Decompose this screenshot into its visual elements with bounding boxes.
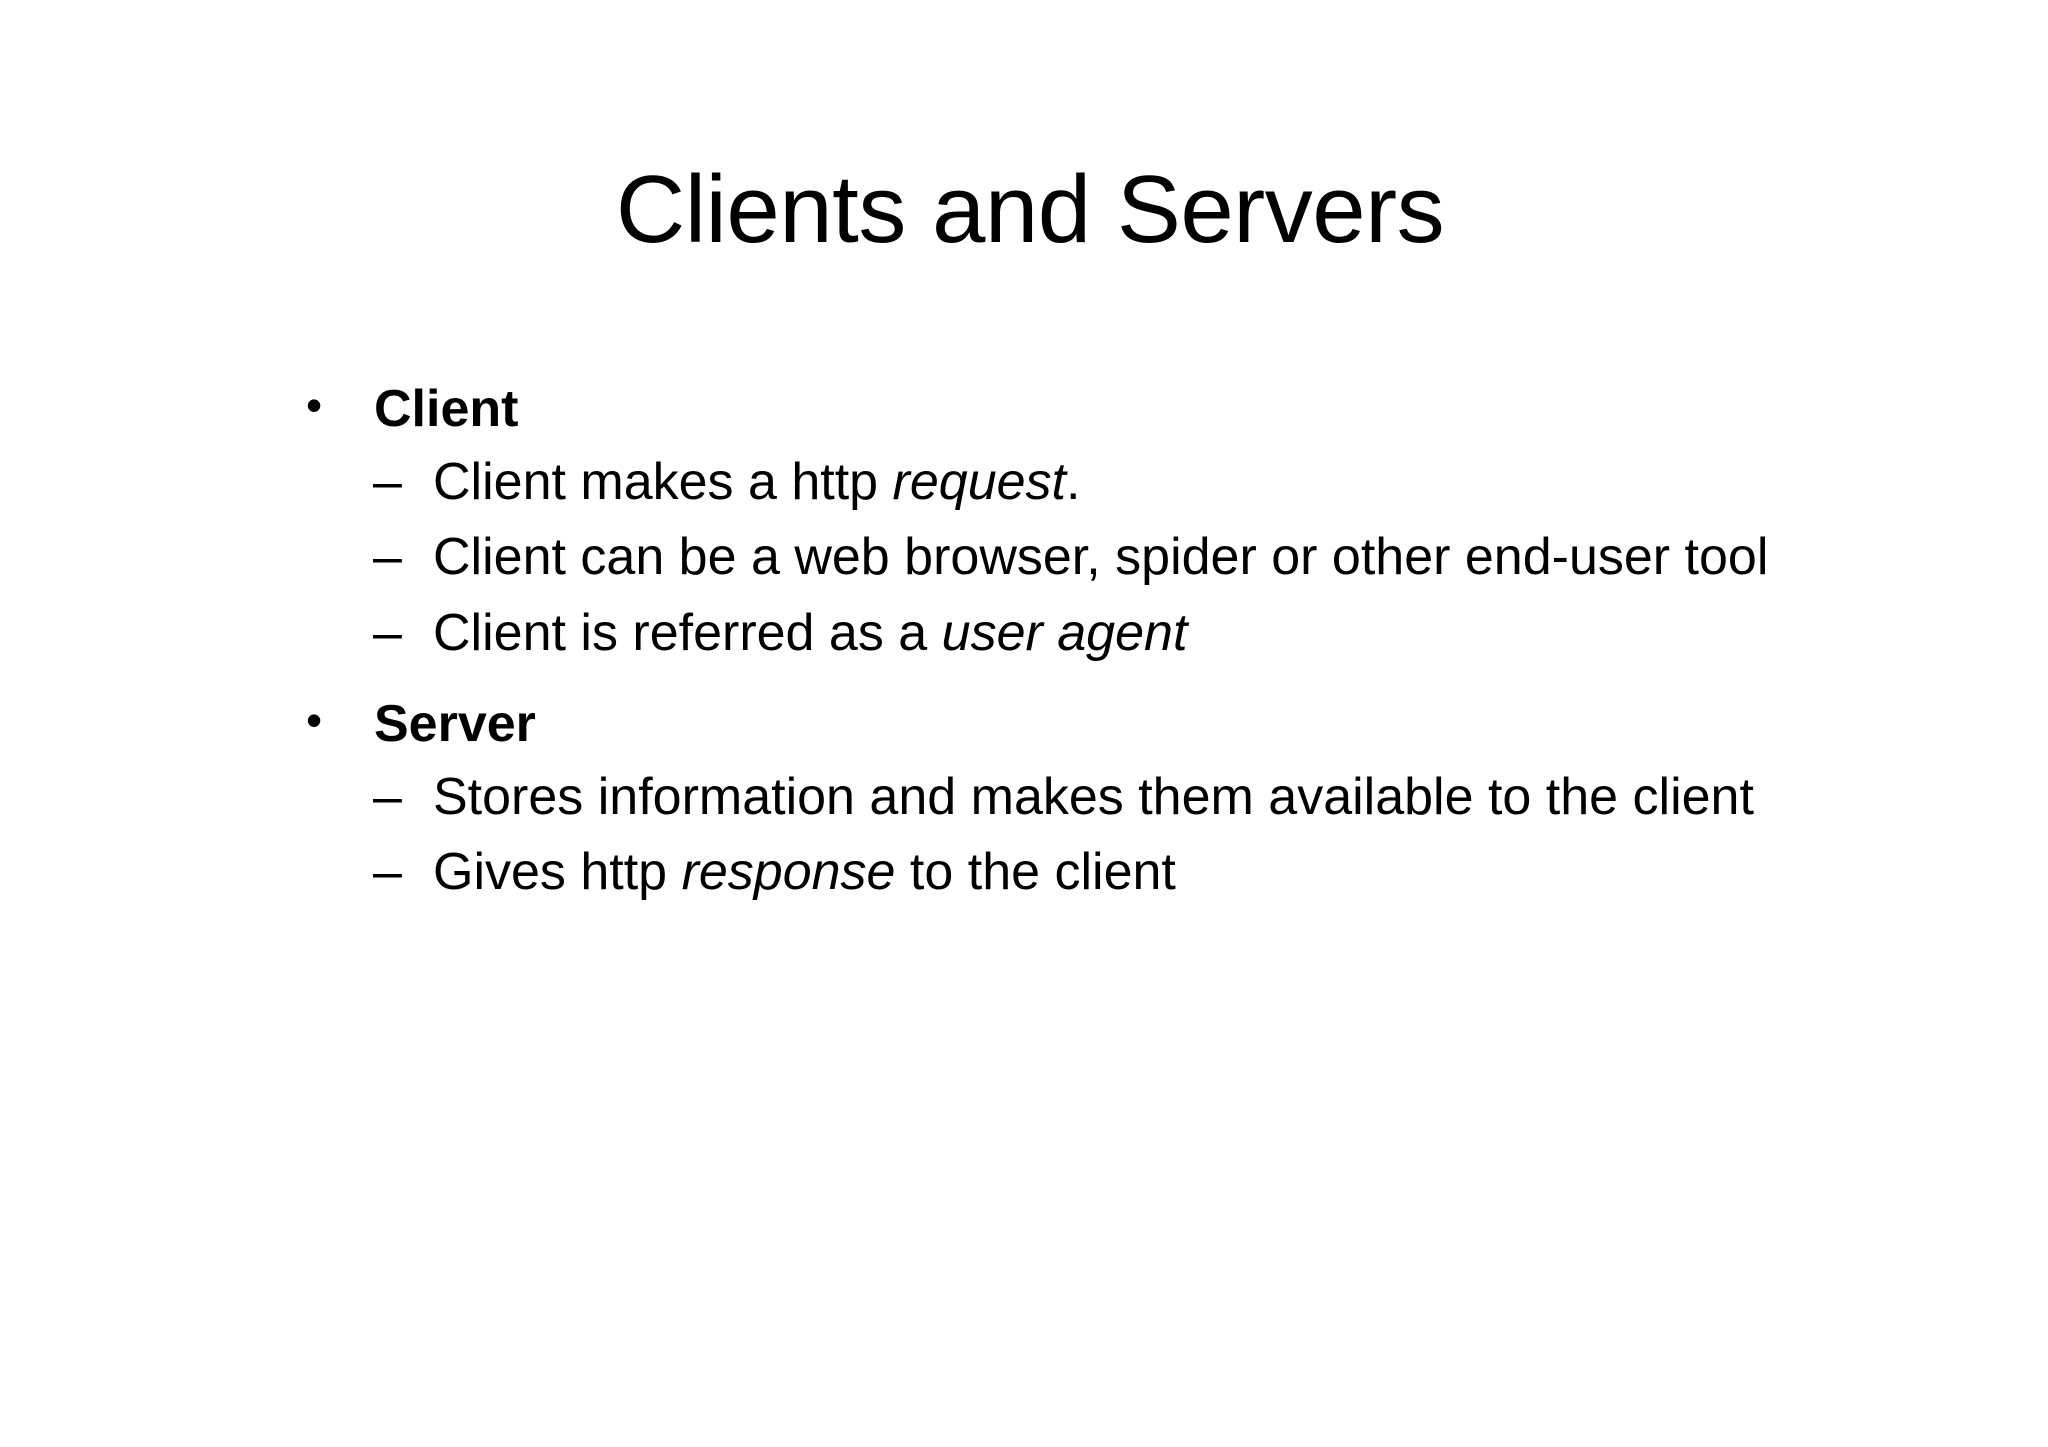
bullet-dash-icon: – <box>373 843 402 902</box>
bullet-dash-icon: – <box>373 528 402 587</box>
bullet-segment-italic: request <box>892 452 1066 511</box>
section-spacer <box>300 675 1860 691</box>
bullet-level1-server: • Server <box>300 691 1860 758</box>
bullet-segment-plain: . <box>1066 452 1081 511</box>
bullet-dash-icon: – <box>373 603 402 662</box>
bullet-segment-plain: Client makes a http <box>433 452 893 511</box>
bullet-segment-plain: Client can be a web browser, spider or o… <box>433 528 1769 587</box>
bullet-segment-plain: to the client <box>895 843 1176 902</box>
bullet-level2-server-response: – Gives http response to the client <box>300 839 1860 907</box>
bullet-level2-text: Client is referred as a user agent <box>433 600 1823 668</box>
bullet-dot-icon: • <box>306 379 323 431</box>
bullet-dot-icon: • <box>306 694 323 747</box>
bullet-segment-plain: Stores information and makes them availa… <box>433 767 1754 826</box>
bullet-level2-client-useragent: – Client is referred as a user agent <box>300 600 1860 668</box>
bullet-level2-text: Stores information and makes them availa… <box>433 764 1823 832</box>
bullet-level2-client-browser: – Client can be a web browser, spider or… <box>300 524 1860 592</box>
bullet-level2-server-stores: – Stores information and makes them avai… <box>300 764 1860 832</box>
bullet-level1-client: • Client <box>300 376 1860 443</box>
bullet-segment-italic: response <box>681 843 896 902</box>
bullet-level2-text: Gives http response to the client <box>433 839 1823 907</box>
bullet-level1-label: Client <box>374 380 519 438</box>
bullet-level1-label: Server <box>374 695 536 754</box>
page-title: Clients and Servers <box>615 156 1445 263</box>
bullet-segment-italic: user agent <box>941 603 1188 662</box>
bullet-dash-icon: – <box>373 452 402 511</box>
bullet-segment-plain: Gives http <box>433 843 682 902</box>
bullet-dash-icon: – <box>373 767 402 826</box>
bullet-level2-client-request: – Client makes a http request. <box>300 449 1860 517</box>
slide-body: • Client – Client makes a http request. … <box>300 376 1860 915</box>
bullet-level2-text: Client makes a http request. <box>433 449 1823 517</box>
bullet-segment-plain: Client is referred as a <box>433 603 942 662</box>
bullet-level2-text: Client can be a web browser, spider or o… <box>433 524 1823 592</box>
